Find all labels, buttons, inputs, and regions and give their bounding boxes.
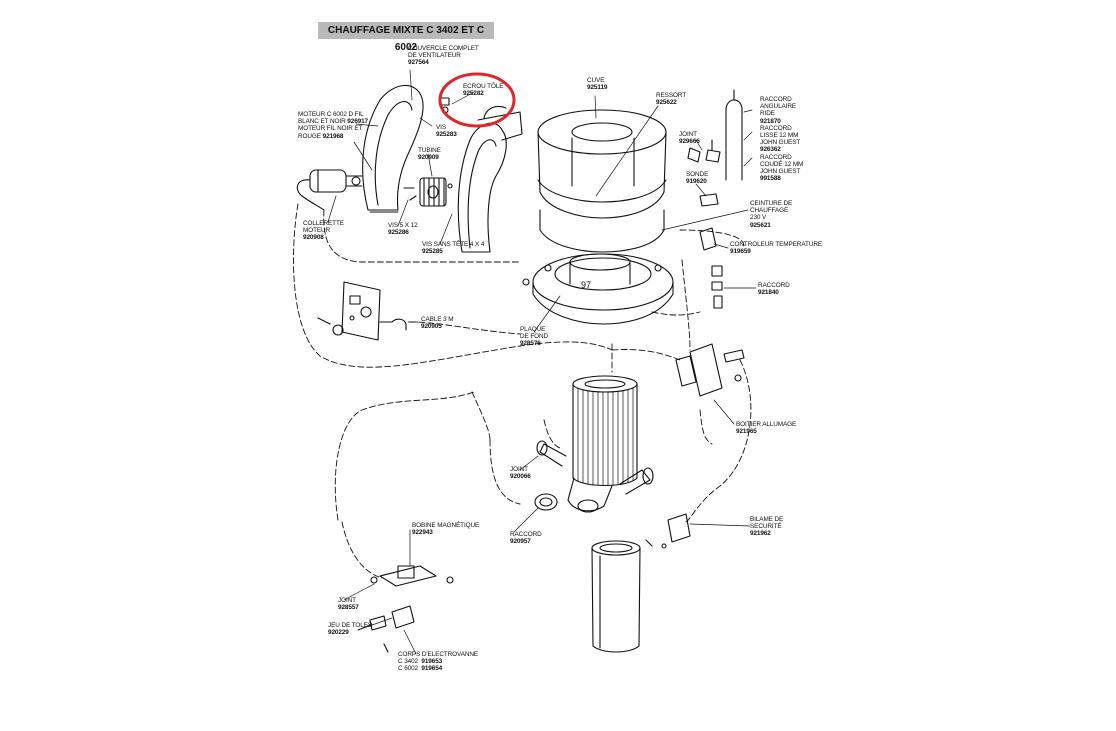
wiring-dashed	[293, 203, 752, 579]
label-controleur: CONTROLEUR TEMPERATURE 919659	[730, 241, 823, 256]
fan-cover-part	[362, 84, 424, 213]
label-raccord-920957: RACCORD 920957	[510, 531, 542, 546]
label-cuve: CUVE 925119	[587, 77, 608, 92]
label-raccord-921840: RACCORD 921840	[758, 282, 790, 297]
turbine-part	[419, 177, 447, 207]
label-joint-928557: JOINT 928557	[338, 597, 359, 612]
motor-part	[296, 169, 363, 211]
leader-lines	[327, 69, 757, 655]
diagram-title: CHAUFFAGE MIXTE C 3402 ET C 6002	[327, 25, 485, 53]
solenoid-valve-part	[369, 565, 454, 653]
label-jeu-toles: JEU DE TOLES 920229	[328, 622, 373, 637]
control-panel-part	[317, 281, 407, 341]
burner-cylinder-part	[536, 375, 654, 513]
label-bobine: BOBINE MAGNÉTIQUE 922943	[412, 522, 480, 537]
plate-number: 97	[581, 280, 591, 290]
label-joint-920066: JOINT 920066	[510, 466, 531, 481]
label-bilame: BILAME DE SECURITÉ 921962	[750, 516, 784, 538]
right-side-fittings	[645, 89, 745, 549]
ventilator-housing-part	[457, 105, 523, 253]
title-bar	[318, 22, 494, 39]
tank-part	[537, 109, 667, 253]
label-vis-sans-tete: VIS SANS TÊTE 4 x 4 925285	[422, 241, 485, 256]
label-corps-electrovanne: CORPS D'ELECTROVANNE C 3402 919653 C 600…	[398, 651, 479, 673]
label-vis-925283: VIS 925283	[436, 124, 457, 139]
label-vis-5x12: VIS 5 x 12 925286	[388, 222, 418, 237]
label-moteur: MOTEUR C 6002 D FIL BLANC ET NOIR 926917…	[298, 111, 369, 140]
label-collerette: COLLERETTE MOTEUR 920908	[303, 220, 344, 242]
raccord-ring-part	[534, 493, 558, 511]
label-raccord-angulaire: RACCORD ANGULAIRE RIDE 921870 RACCORD LI…	[760, 96, 804, 183]
label-turbine: TUBINE 920909	[418, 147, 441, 162]
label-cable: CABLE 3 M 920905	[421, 316, 454, 331]
label-plaque: PLAQUE DE FOND 928576	[520, 326, 549, 348]
label-ecrou-tole: ECROU TÔLE 925282	[463, 83, 504, 98]
label-ceinture: CEINTURE DE CHAUFFAGE 230 V 925621	[750, 200, 793, 229]
label-couvercle: COUVERCLE COMPLET DE VENTILATEUR 927564	[408, 45, 479, 67]
label-ressort: RESSORT 925622	[656, 92, 687, 107]
label-sonde: SONDE 919620	[686, 171, 709, 186]
base-plate-part	[522, 253, 674, 325]
label-boitier: BOITIER ALLUMAGE 921965	[736, 421, 797, 436]
label-joint-929666: JOINT 929666	[679, 131, 700, 146]
lower-tube-part	[591, 540, 641, 653]
highlight-circle	[438, 72, 516, 128]
